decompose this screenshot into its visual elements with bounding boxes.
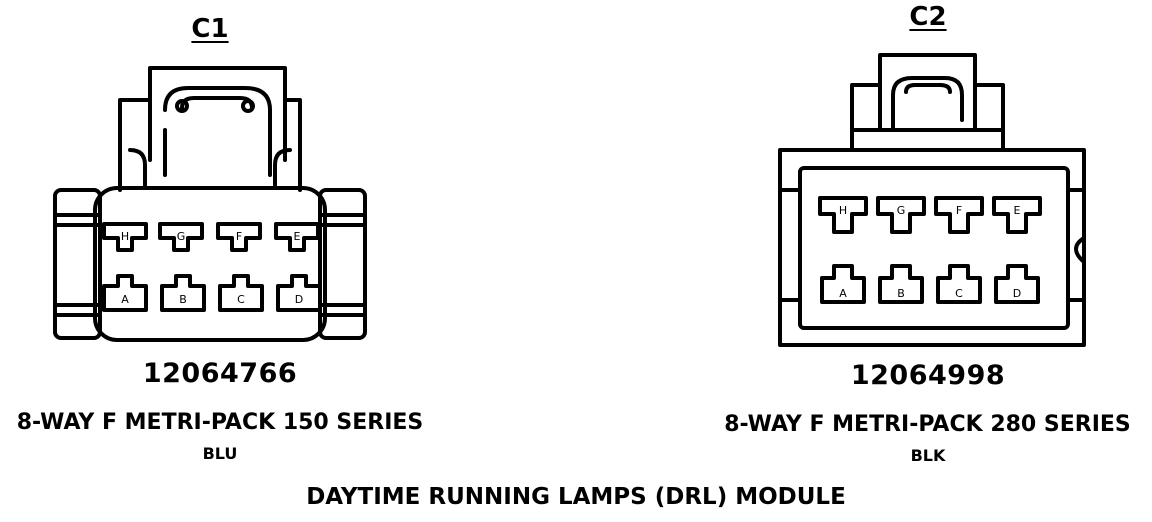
c1-pin-cavities-top	[102, 222, 320, 252]
c1-pin-label-c: C	[237, 293, 245, 306]
c1-pin-label-f: F	[236, 230, 242, 243]
c2-pin-label-a: A	[839, 287, 847, 300]
c2-connector-id: C2	[909, 2, 947, 32]
c2-pin-cavities-top	[818, 196, 1042, 234]
c2-pin-label-f: F	[956, 204, 962, 217]
c2-connector-body	[778, 53, 1086, 347]
c1-pin-label-a: A	[121, 293, 129, 306]
c1-part-number: 12064766	[142, 358, 298, 389]
c2-description: 8-WAY F METRI-PACK 280 SERIES	[724, 412, 1131, 437]
c2-pin-cavities-bottom	[820, 264, 1040, 304]
c1-connector-body	[53, 66, 367, 342]
c1-pin-label-e: E	[294, 230, 301, 243]
c1-connector-id: C1	[191, 14, 229, 44]
c2-pin-label-e: E	[1014, 204, 1021, 217]
c1-color: BLU	[202, 444, 238, 463]
c1-pin-label-d: D	[295, 293, 303, 306]
c1-pin-label-g: G	[177, 230, 186, 243]
c1-pin-label-b: B	[179, 293, 187, 306]
c2-pin-label-g: G	[897, 204, 906, 217]
c2-color: BLK	[910, 446, 946, 465]
c2-pin-label-h: H	[839, 204, 847, 217]
c1-pin-cavities-bottom	[102, 274, 322, 312]
c2-part-number: 12064998	[850, 360, 1006, 391]
c1-pin-label-h: H	[121, 230, 129, 243]
c2-pin-label-d: D	[1013, 287, 1021, 300]
diagram-title: DAYTIME RUNNING LAMPS (DRL) MODULE	[306, 484, 846, 510]
c1-description: 8-WAY F METRI-PACK 150 SERIES	[16, 410, 424, 435]
c2-pin-label-b: B	[897, 287, 905, 300]
c2-pin-label-c: C	[955, 287, 963, 300]
